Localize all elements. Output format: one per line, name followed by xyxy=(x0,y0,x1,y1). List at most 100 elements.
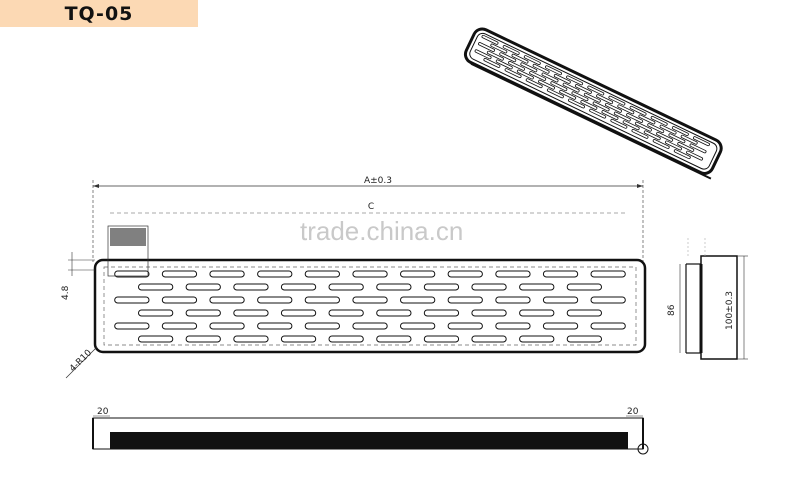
perspective-slot xyxy=(664,140,682,151)
perspective-slot xyxy=(668,133,686,144)
end-right-label: 20 xyxy=(627,407,639,417)
model-title: TQ-05 xyxy=(64,2,134,25)
front-slot xyxy=(114,296,150,304)
perspective-slot xyxy=(529,71,547,81)
front-slot xyxy=(233,309,269,317)
perspective-slot xyxy=(689,143,707,154)
front-slot xyxy=(352,270,388,278)
perspective-slot xyxy=(546,88,564,99)
perspective-slot xyxy=(568,98,585,109)
perspective-slot xyxy=(652,139,670,149)
slot-offset-label: 4.8 xyxy=(61,285,71,300)
perspective-slot xyxy=(486,50,504,61)
perspective-slot xyxy=(617,104,635,115)
perspective-slot xyxy=(656,131,674,142)
front-slot xyxy=(542,270,579,278)
watermark-text: trade.china.cn xyxy=(300,216,463,246)
front-slot xyxy=(185,283,221,291)
front-slot xyxy=(209,322,245,330)
front-slot xyxy=(447,296,483,304)
perspective-slot xyxy=(532,63,550,74)
front-slot xyxy=(376,335,412,343)
front-slot xyxy=(257,296,293,304)
front-slot xyxy=(304,270,341,278)
perspective-slot xyxy=(499,52,517,63)
front-slot xyxy=(566,309,603,317)
perspective-slot xyxy=(589,108,607,119)
perspective-slot xyxy=(571,91,589,102)
perspective-slot xyxy=(677,141,695,152)
front-slot xyxy=(447,322,483,330)
perspective-slot xyxy=(587,85,605,96)
end-left-label: 20 xyxy=(97,407,109,417)
overall-length-dimension: A±0.3 xyxy=(92,176,644,262)
perspective-slot xyxy=(622,120,640,131)
front-slot xyxy=(471,335,507,343)
perspective-slot xyxy=(490,43,508,54)
perspective-slot xyxy=(481,34,499,45)
perspective-slot xyxy=(604,102,622,113)
corner-radius-callout: 4-R10 xyxy=(65,346,98,379)
front-slot xyxy=(161,296,198,304)
front-slot xyxy=(495,322,531,330)
front-slot xyxy=(352,322,388,330)
front-slot xyxy=(185,335,221,343)
front-slot xyxy=(280,283,317,291)
perspective-slot xyxy=(647,123,665,134)
bottom-view: 20 20 xyxy=(92,407,649,455)
front-slot xyxy=(495,296,531,304)
perspective-slot xyxy=(541,72,559,83)
front-slot xyxy=(328,309,364,317)
perspective-slot xyxy=(495,59,513,70)
front-slot xyxy=(161,322,198,330)
perspective-slot xyxy=(502,45,520,55)
perspective-slot xyxy=(574,84,592,94)
front-slot xyxy=(209,296,245,304)
front-slot xyxy=(233,335,269,343)
perspective-slot xyxy=(631,128,649,139)
perspective-slot xyxy=(643,130,661,141)
perspective-slot xyxy=(483,57,501,68)
front-slot xyxy=(400,322,436,330)
front-slot xyxy=(257,322,293,330)
front-slot xyxy=(542,296,579,304)
front-slot xyxy=(495,270,531,278)
front-slot xyxy=(376,283,412,291)
front-slot xyxy=(447,270,483,278)
front-slot xyxy=(352,296,388,304)
front-slot xyxy=(185,309,221,317)
perspective-slot xyxy=(686,150,704,161)
perspective-slot xyxy=(680,134,698,145)
perspective-slot xyxy=(525,78,543,89)
perspective-slot xyxy=(650,115,668,126)
front-slot xyxy=(304,322,341,330)
front-slot xyxy=(400,296,436,304)
perspective-view xyxy=(463,27,723,180)
front-slot xyxy=(423,335,460,343)
perspective-slot xyxy=(601,110,619,121)
perspective-slot xyxy=(474,49,492,60)
perspective-slot xyxy=(550,81,568,92)
front-slot xyxy=(280,335,317,343)
perspective-slot xyxy=(508,60,526,71)
perspective-slot xyxy=(511,53,529,64)
front-slot xyxy=(304,296,341,304)
perspective-slot xyxy=(693,136,710,147)
perspective-slot xyxy=(559,89,577,100)
slot-offset-dimension: 4.8 xyxy=(61,252,95,300)
front-slot xyxy=(566,335,603,343)
front-slot xyxy=(328,335,364,343)
perspective-slot xyxy=(523,55,541,66)
front-slot xyxy=(257,270,293,278)
front-slot xyxy=(519,335,555,343)
perspective-slot xyxy=(538,79,556,90)
perspective-slot xyxy=(673,149,691,160)
perspective-slot xyxy=(580,100,598,110)
perspective-slot xyxy=(566,75,584,86)
front-slot xyxy=(566,283,603,291)
front-slot xyxy=(328,283,364,291)
perspective-slot xyxy=(596,94,614,105)
front-slot xyxy=(471,309,507,317)
front-slot xyxy=(280,309,317,317)
perspective-slot xyxy=(638,114,656,125)
